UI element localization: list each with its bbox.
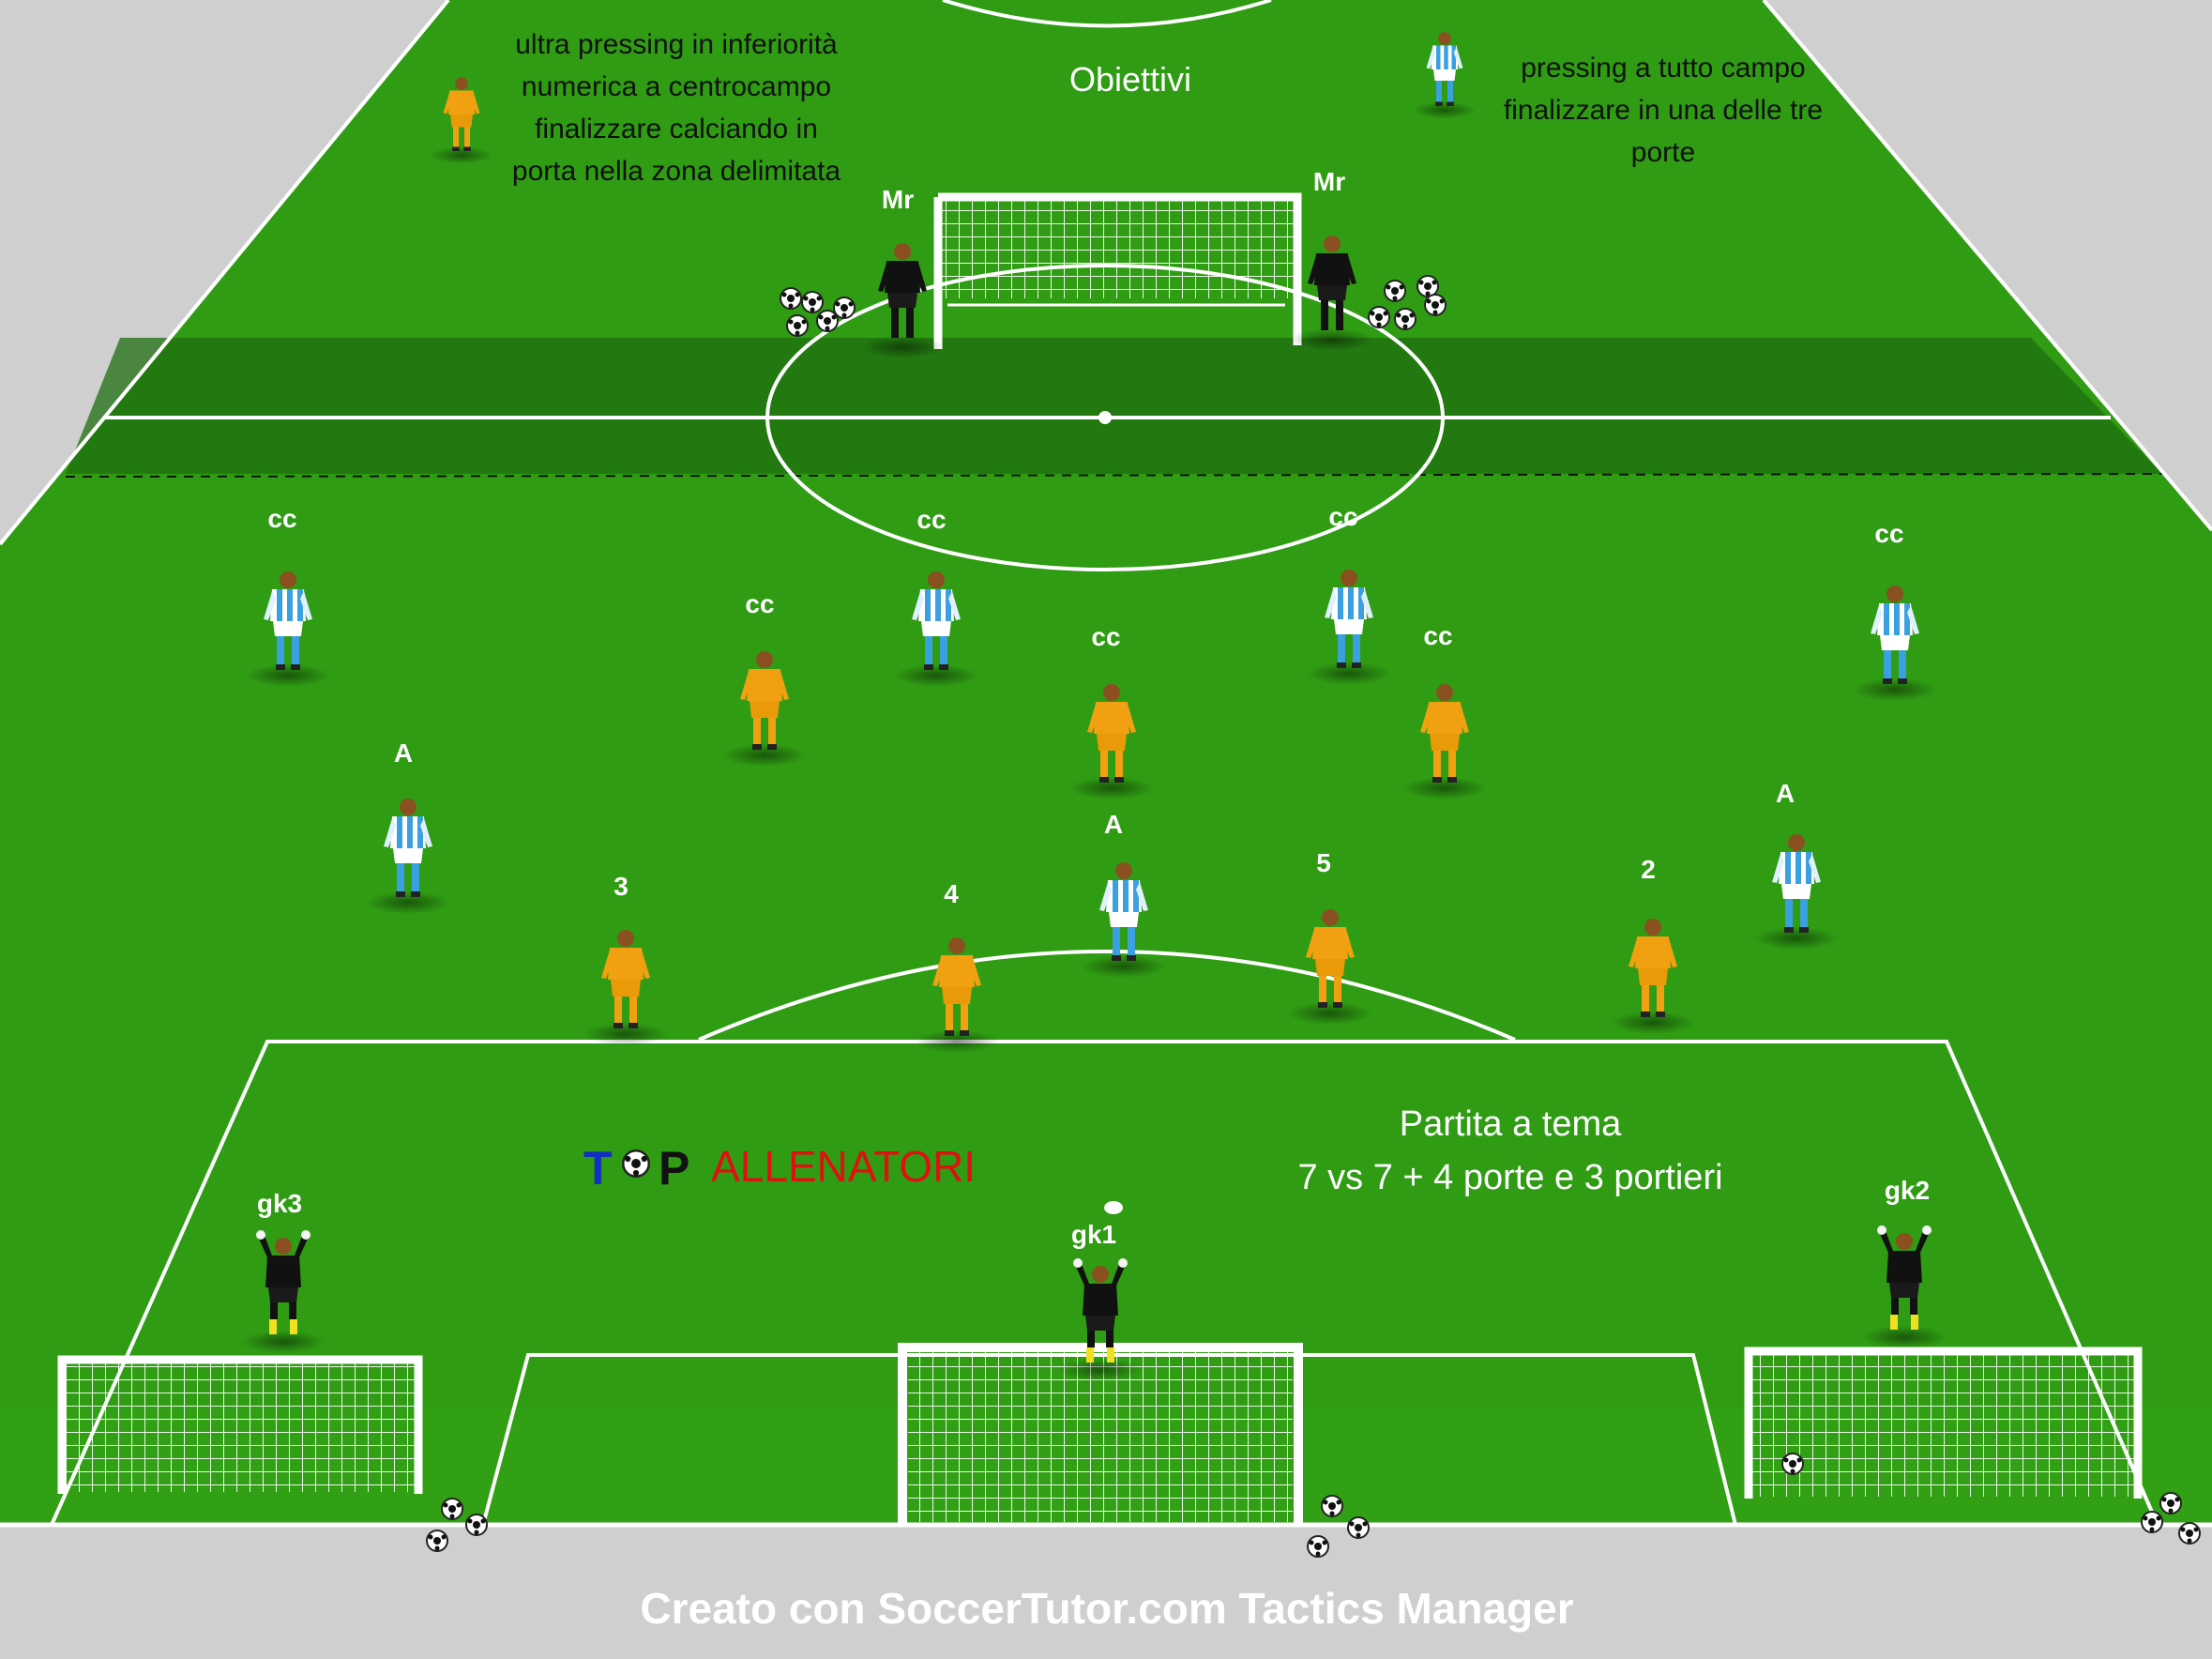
zone-dashed-line	[65, 473, 2163, 478]
orange-note-line-3: finalizzare calciando in	[535, 114, 818, 145]
label-gk3: gk3	[257, 1189, 302, 1218]
label-orange-5: 5	[1316, 848, 1331, 877]
label-blue-cc-3: cc	[1328, 502, 1357, 531]
orange-note-line-1: ultra pressing in inferiorità	[515, 29, 838, 60]
ball-in-air	[1104, 1201, 1123, 1214]
logo-letter-p: P	[659, 1142, 689, 1195]
label-gk1: gk1	[1071, 1220, 1116, 1249]
label-blue-cc-1: cc	[267, 504, 296, 533]
game-title-line-2: 7 vs 7 + 4 porte e 3 portieri	[1297, 1158, 1722, 1197]
label-blue-a-left: A	[394, 738, 413, 768]
top-allenatori-logo: T P ALLENATORI	[583, 1142, 976, 1195]
label-blue-cc-4: cc	[1874, 519, 1903, 548]
pitch-lines	[0, 0, 2212, 1528]
label-blue-a-right: A	[1776, 779, 1795, 808]
ball-in-goal	[1781, 1453, 1804, 1475]
blue-team-note: pressing a tutto campo finalizzare in un…	[1504, 53, 1823, 168]
orange-team-note: ultra pressing in inferiorità numerica a…	[512, 29, 841, 187]
objectives-title: Obiettivi	[1069, 60, 1191, 99]
label-mr-right: Mr	[1313, 167, 1345, 196]
delimited-zone	[66, 338, 2162, 474]
orange-note-line-4: porta nella zona delimitata	[512, 156, 841, 187]
goal-right	[1744, 1347, 2143, 1499]
logo-name: ALLENATORI	[711, 1142, 976, 1191]
orange-note-line-2: numerica a centrocampo	[522, 71, 831, 102]
label-mr-left: Mr	[882, 185, 914, 214]
logo-ball-icon	[622, 1149, 650, 1178]
label-orange-3: 3	[614, 872, 629, 901]
label-blue-a-center: A	[1104, 810, 1123, 839]
game-title: Partita a tema 7 vs 7 + 4 porte e 3 port…	[1297, 1104, 1722, 1197]
centre-spot	[1098, 411, 1112, 424]
player-labels: Mr Mr cc cc cc cc cc cc cc A A A 3 4 5 2…	[257, 167, 1930, 1249]
label-orange-2: 2	[1641, 855, 1656, 884]
footer-credit: Creato con SoccerTutor.com Tactics Manag…	[640, 1584, 1573, 1633]
label-orange-4: 4	[944, 879, 959, 908]
label-orange-cc-1: cc	[745, 589, 774, 618]
blue-note-line-3: porte	[1631, 137, 1695, 168]
label-orange-cc-3: cc	[1423, 621, 1452, 650]
label-orange-cc-2: cc	[1091, 622, 1120, 651]
game-title-line-1: Partita a tema	[1400, 1104, 1622, 1144]
blue-note-line-2: finalizzare in una delle tre	[1504, 95, 1823, 126]
blue-note-line-1: pressing a tutto campo	[1521, 53, 1806, 84]
logo-letter-t: T	[583, 1142, 613, 1195]
top-goal	[933, 192, 1302, 349]
label-gk2: gk2	[1885, 1176, 1930, 1205]
goal-left	[57, 1355, 423, 1494]
label-blue-cc-2: cc	[917, 505, 946, 534]
